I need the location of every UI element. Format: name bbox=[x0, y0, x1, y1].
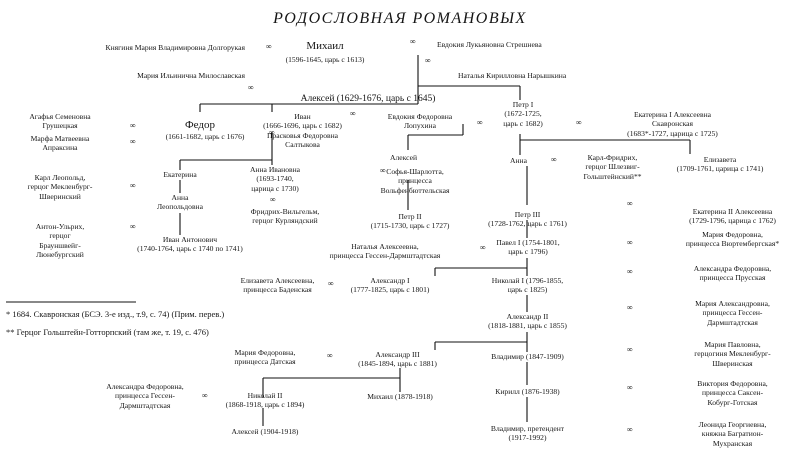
person-maria-w: Мария Федоровна, принцесса Вюртембергска… bbox=[685, 230, 780, 249]
person-alexandra-hd: Александра Федоровна, принцесса Гессен- … bbox=[106, 382, 184, 410]
person-anna-petrovna: Анна bbox=[510, 156, 527, 165]
marriage-symbol: ∞ bbox=[627, 199, 633, 208]
marriage-symbol: ∞ bbox=[627, 345, 633, 354]
person-naryshkina: Наталья Кирилловна Нарышкина bbox=[458, 71, 567, 80]
marriage-symbol: ∞ bbox=[130, 222, 136, 231]
person-lopukhina: Евдокия Федоровна Лопухина bbox=[387, 112, 453, 131]
person-ivan-vi: Иван Антонович (1740-1764, царь с 1740 п… bbox=[137, 235, 243, 254]
person-alexei-ii: Алексей (1904-1918) bbox=[231, 427, 299, 436]
marriage-symbol: ∞ bbox=[551, 155, 557, 164]
person-peter-iii: Петр III (1728-1762, царь с 1761) bbox=[488, 210, 567, 229]
person-friedrich-wilhelm: Фридрих-Вильгельм, герцог Курляндский bbox=[250, 207, 320, 226]
person-tsarevich-alexei: Алексей bbox=[390, 153, 418, 162]
person-peter-ii: Петр II (1715-1730, царь с 1727) bbox=[370, 212, 450, 231]
marriage-symbol: ∞ bbox=[410, 37, 416, 46]
person-karl-leopold: Карл Леопольд, герцог Мекленбург- Шверин… bbox=[27, 173, 93, 201]
person-maria-hd: Мария Александровна, принцесса Гессен- Д… bbox=[695, 299, 770, 327]
person-anna-leopoldovna: Анна Леопольдовна bbox=[157, 193, 203, 212]
person-mikhail-ii: Михаил (1878-1918) bbox=[367, 392, 433, 401]
person-ivan: Иван (1666-1696, царь с 1682) bbox=[263, 112, 342, 131]
person-ekaterina-ivanovna: Екатерина bbox=[163, 170, 197, 179]
person-mikhail-dates: (1596-1645, царь с 1613) bbox=[285, 55, 365, 64]
marriage-symbol: ∞ bbox=[627, 267, 633, 276]
marriage-symbol: ∞ bbox=[130, 137, 136, 146]
marriage-symbol: ∞ bbox=[480, 243, 486, 252]
marriage-symbol: ∞ bbox=[576, 118, 582, 127]
person-alexander-ii: Александр II (1818-1881, царь с 1855) bbox=[488, 312, 567, 331]
marriage-symbol: ∞ bbox=[130, 121, 136, 130]
person-alexander-iii: Александр III (1845-1894, царь с 1881) bbox=[358, 350, 437, 369]
marriage-symbol: ∞ bbox=[380, 166, 386, 175]
chart-title: РОДОСЛОВНАЯ РОМАНОВЫХ bbox=[273, 10, 527, 27]
person-nicholas-ii: Николай II (1868-1918, царь с 1894) bbox=[225, 391, 305, 410]
person-peter-i: Петр I (1672-1725, царь с 1682) bbox=[503, 100, 543, 128]
person-paul-i: Павел I (1754-1801, царь с 1796) bbox=[496, 238, 560, 257]
person-grushetskaya: Агафья Семеновна Грушецкая bbox=[29, 112, 91, 131]
marriage-symbol: ∞ bbox=[269, 128, 275, 137]
marriage-symbol: ∞ bbox=[202, 391, 208, 400]
person-kirill: Кирилл (1876-1938) bbox=[495, 387, 560, 396]
person-sophia-charlotte: Софья-Шарлотта, принцесса Вольфенбюттель… bbox=[380, 167, 450, 195]
marriage-symbol: ∞ bbox=[627, 383, 633, 392]
person-vladimir: Владимир (1847-1909) bbox=[491, 352, 564, 361]
person-catherine-ii: Екатерина II Алексеевна (1729-1796, цари… bbox=[689, 207, 776, 226]
person-victoria: Виктория Федоровна, принцесса Саксен- Ко… bbox=[697, 379, 768, 407]
marriage-symbol: ∞ bbox=[270, 195, 276, 204]
person-alexander-i: Александр I (1777-1825, царь с 1801) bbox=[350, 276, 430, 295]
person-alexandra-pr: Александра Федоровна, принцесса Прусская bbox=[693, 264, 772, 283]
footnote-2: ** Герцог Гольштейн-Готторпский (там же,… bbox=[6, 327, 209, 337]
marriage-symbol: ∞ bbox=[350, 109, 356, 118]
person-dolgorukaya: Княгиня Мария Владимировна Долгорукая bbox=[105, 43, 245, 52]
person-mikhail: Михаил bbox=[306, 40, 344, 52]
person-vladimir-pretender: Владимир, претендент (1917-1992) bbox=[490, 424, 565, 443]
marriage-symbol: ∞ bbox=[627, 303, 633, 312]
person-maria-pavlovna: Мария Павловна, герцогиня Мекленбург- Шв… bbox=[694, 340, 771, 368]
person-elizaveta: Елизавета (1709-1761, царица с 1741) bbox=[676, 155, 764, 174]
marriage-symbol: ∞ bbox=[627, 425, 633, 434]
person-leonida: Леонида Георгиевна, княжна Багратион- Му… bbox=[698, 420, 767, 448]
person-catherine-i: Екатерина I Алексеевна Скавронская (1683… bbox=[627, 110, 718, 138]
marriage-symbol: ∞ bbox=[248, 83, 254, 92]
person-alexei: Алексей (1629-1676, царь с 1645) bbox=[300, 94, 436, 104]
marriage-symbol: ∞ bbox=[328, 279, 334, 288]
person-saltykova: Прасковья Федоровна Салтыкова bbox=[266, 131, 339, 150]
marriage-symbol: ∞ bbox=[477, 118, 483, 127]
person-miloslavskaya: Мария Ильинична Милославская bbox=[137, 71, 245, 80]
marriage-symbol: ∞ bbox=[130, 181, 136, 190]
person-streshneva: Евдокия Лукьяновна Стрешнева bbox=[437, 40, 542, 49]
person-feodor-dates: (1661-1682, царь с 1676) bbox=[165, 132, 245, 141]
person-maria-dan: Мария Федоровна, принцесса Датская bbox=[234, 348, 296, 367]
person-elizaveta-b: Елизавета Алексеевна, принцесса Баденска… bbox=[240, 276, 315, 295]
person-anna-ivanovna: Анна Ивановна (1693-1740, царица с 1730) bbox=[249, 165, 301, 193]
person-apraksina: Марфа Матвеевна Апраксина bbox=[30, 134, 90, 153]
footnote-1: * 1684. Скавронская (БСЭ. 3-е изд., т.9,… bbox=[6, 309, 225, 319]
marriage-symbol: ∞ bbox=[425, 56, 431, 65]
marriage-symbol: ∞ bbox=[627, 238, 633, 247]
person-karl-friedrich: Карл-Фридрих, герцог Шлезвиг- Гольштейнс… bbox=[583, 153, 642, 181]
person-feodor: Федор bbox=[184, 119, 216, 131]
person-nicholas-i: Николай I (1796-1855, царь с 1825) bbox=[491, 276, 564, 295]
marriage-symbol: ∞ bbox=[266, 42, 272, 51]
person-natalia-hd: Наталья Алексеевна, принцесса Гессен-Дар… bbox=[329, 242, 441, 261]
marriage-symbol: ∞ bbox=[327, 351, 333, 360]
person-anton-ulrich: Антон-Ульрих, герцог Брауншвейг- Люнебур… bbox=[35, 222, 85, 260]
